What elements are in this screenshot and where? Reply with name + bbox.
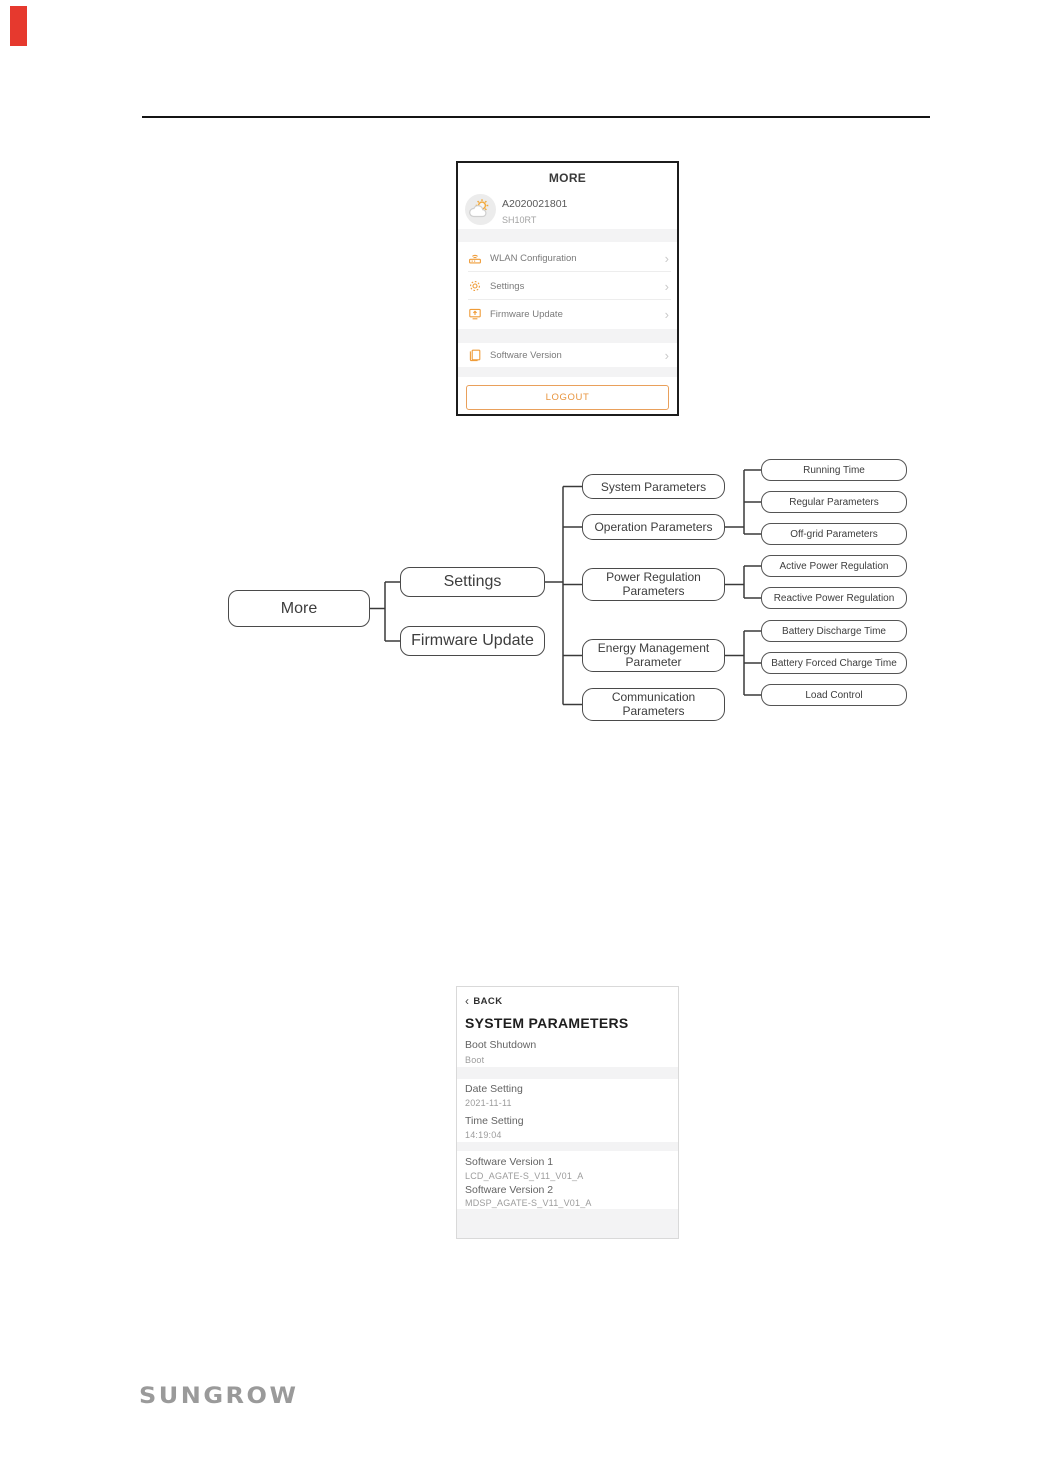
- flow-node-firmware-update: Firmware Update: [400, 626, 545, 656]
- param-value-time-setting: 14:19:04: [465, 1130, 502, 1140]
- menu-item-firmware-update[interactable]: Firmware Update ›: [458, 300, 677, 328]
- menu-item-label: Settings: [490, 280, 525, 292]
- menu-item-label: Firmware Update: [490, 308, 563, 320]
- menu-item-wlan-configuration[interactable]: WLAN Configuration ›: [458, 244, 677, 272]
- cloud-shape: [469, 205, 487, 218]
- flow-node-energy-management-parameter: Energy Management Parameter: [582, 639, 725, 672]
- section-divider: [458, 229, 677, 242]
- flow-node-running-time: Running Time: [761, 459, 907, 481]
- menu-item-software-version[interactable]: Software Version ›: [458, 343, 677, 367]
- param-label-software-version-2: Software Version 2: [465, 1184, 554, 1196]
- header-rule: [142, 116, 930, 118]
- param-label-time-setting[interactable]: Time Setting: [465, 1115, 524, 1127]
- avatar: [465, 194, 496, 225]
- row-separator: [468, 271, 671, 272]
- section-divider: [457, 1067, 678, 1079]
- param-label-software-version-1: Software Version 1: [465, 1156, 554, 1168]
- menu-item-label: WLAN Configuration: [490, 252, 577, 264]
- software-version-icon: [469, 349, 481, 362]
- chevron-left-icon: ‹: [465, 994, 470, 1008]
- section-divider: [457, 1142, 678, 1151]
- flow-node-off-grid-parameters: Off-grid Parameters: [761, 523, 907, 545]
- menu-item-settings[interactable]: Settings ›: [458, 272, 677, 300]
- section-divider: [458, 329, 677, 343]
- flow-node-battery-forced-charge-time: Battery Forced Charge Time: [761, 652, 907, 674]
- system-parameters-screen: ‹ BACK SYSTEM PARAMETERS Boot Shutdown B…: [456, 986, 679, 1239]
- param-label-date-setting[interactable]: Date Setting: [465, 1083, 523, 1095]
- chevron-right-icon: ›: [664, 306, 669, 322]
- sungrow-logo: SUNGROW: [139, 1383, 299, 1409]
- param-value-software-version-1: LCD_AGATE-S_V11_V01_A: [465, 1171, 584, 1181]
- chevron-right-icon: ›: [664, 250, 669, 266]
- section-divider: [458, 367, 677, 377]
- param-value-boot-shutdown: Boot: [465, 1055, 485, 1065]
- device-model: SH10RT: [502, 215, 537, 225]
- more-screen-title: MORE: [548, 171, 587, 185]
- flow-node-reactive-power-regulation: Reactive Power Regulation: [761, 587, 907, 609]
- logout-button[interactable]: LOGOUT: [466, 385, 669, 410]
- flow-node-active-power-regulation: Active Power Regulation: [761, 555, 907, 577]
- device-serial: A2020021801: [502, 198, 568, 210]
- firmware-update-icon: [469, 308, 481, 320]
- router-icon: [469, 254, 481, 264]
- chevron-right-icon: ›: [664, 278, 669, 294]
- flow-node-communication-parameters: Communication Parameters: [582, 688, 725, 721]
- flow-node-operation-parameters: Operation Parameters: [582, 514, 725, 540]
- menu-item-label: Software Version: [490, 349, 562, 361]
- row-separator: [468, 299, 671, 300]
- sun-cloud-icon: [469, 199, 489, 218]
- flow-node-settings: Settings: [400, 567, 545, 597]
- back-button[interactable]: ‹ BACK: [465, 995, 502, 1007]
- gear-icon: [470, 281, 480, 291]
- flow-node-more: More: [228, 590, 370, 627]
- param-value-software-version-2: MDSP_AGATE-S_V11_V01_A: [465, 1198, 592, 1208]
- more-screen: MORE A2020021801 SH10RT: [456, 161, 679, 416]
- flow-node-load-control: Load Control: [761, 684, 907, 706]
- back-label: BACK: [473, 995, 503, 1007]
- flow-node-power-regulation-parameters: Power Regulation Parameters: [582, 568, 725, 601]
- section-divider: [457, 1209, 678, 1238]
- flow-node-regular-parameters: Regular Parameters: [761, 491, 907, 513]
- chevron-right-icon: ›: [664, 347, 669, 363]
- flow-node-battery-discharge-time: Battery Discharge Time: [761, 620, 907, 642]
- screen-title: SYSTEM PARAMETERS: [465, 1015, 629, 1031]
- param-value-date-setting: 2021-11-11: [465, 1098, 512, 1108]
- param-label-boot-shutdown[interactable]: Boot Shutdown: [465, 1039, 537, 1051]
- flow-node-system-parameters: System Parameters: [582, 474, 725, 499]
- page-edge-marker: [10, 6, 27, 46]
